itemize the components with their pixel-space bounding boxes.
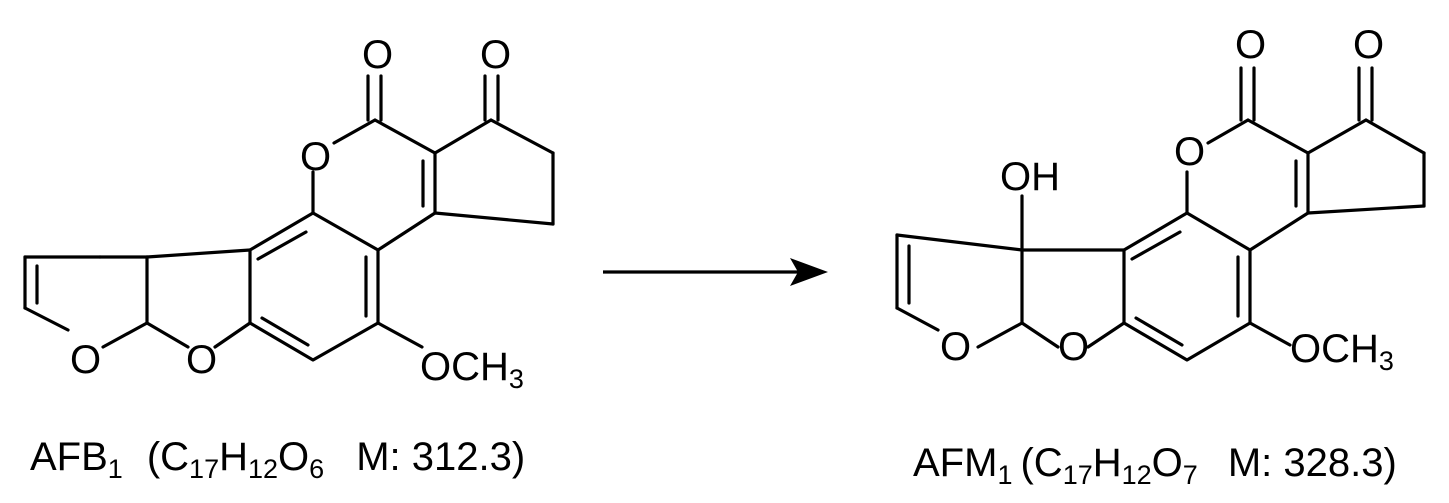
afb1-methoxy: OCH3 [420, 345, 524, 394]
afm1-aromatic-double-3 [1134, 316, 1184, 347]
afm1-fur-6 [895, 306, 940, 332]
reaction-arrow [603, 258, 828, 286]
afm1-bond-carbonyl-alkene [1246, 118, 1310, 155]
afm1-methoxy: OCH3 [1290, 327, 1394, 376]
afb1-cp-4 [433, 211, 555, 226]
afb1-structure: O O O O O OCH3 [23, 33, 555, 394]
afb1-bond-ring-fusion [376, 211, 437, 252]
afm1-hydroxyl: OH [1000, 155, 1060, 199]
afm1-fur-3 [1020, 321, 1060, 349]
afm1-o-lactone-carbonyl: O [1235, 23, 1266, 67]
afb1-bond-methoxy [376, 321, 424, 349]
afm1-cp-2 [1364, 118, 1426, 155]
afb1-bond-carbonyl-alkene [373, 118, 437, 155]
afm1-bond-o-carbonyl-c [1206, 118, 1250, 145]
afm1-o-furan-bridge: O [1058, 325, 1089, 369]
afm1-structure: O O O OH O O OCH3 [895, 23, 1426, 376]
afb1-o-furan: O [70, 338, 101, 382]
afm1-o-ketone: O [1353, 23, 1384, 67]
arrow-head [790, 258, 828, 286]
afm1-cp-1 [1306, 118, 1368, 155]
afb1-o-furan-bridge: O [186, 338, 217, 382]
afb1-aromatic-double-3 [260, 316, 310, 347]
afm1-fur-5 [976, 321, 1024, 349]
afb1-fur-5 [101, 321, 149, 349]
afm1-o-lactone-ring: O [1174, 130, 1205, 174]
afm1-aromatic-ring [1122, 211, 1252, 362]
afb1-bond-o-carbonyl-c [332, 118, 377, 145]
afm1-bond-methoxy [1248, 321, 1292, 347]
afb1-fur-3 [145, 321, 190, 349]
afb1-aromatic-ring [248, 211, 380, 362]
afb1-aromatic-double-2 [256, 230, 308, 261]
afm1-bond-ring-fusion [1248, 211, 1310, 252]
afm1-cp-4 [1306, 204, 1426, 215]
afm1-fur-8 [895, 233, 1024, 252]
afb1-fur-1 [145, 248, 252, 259]
afb1-fur-6 [23, 306, 70, 332]
afb1-fur-4 [213, 321, 252, 349]
afm1-aromatic-double-2 [1130, 230, 1182, 261]
afm1-o-furan: O [940, 325, 971, 369]
afb1-cp-2 [489, 118, 555, 155]
afb1-cp-1 [433, 118, 493, 155]
afb1-o-lactone-ring: O [300, 135, 331, 179]
afb1-o-lactone-carbonyl: O [362, 33, 393, 77]
afm1-fur-4 [1086, 321, 1126, 349]
afb1-o-ketone: O [480, 33, 511, 77]
